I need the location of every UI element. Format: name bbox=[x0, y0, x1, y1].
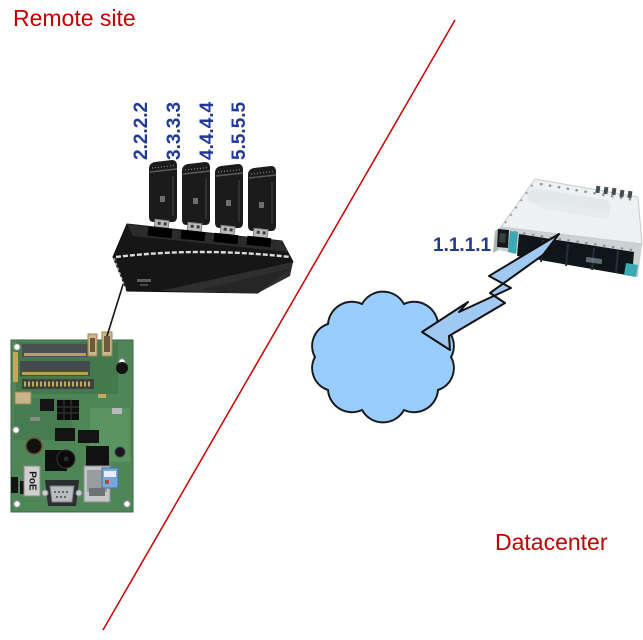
heatsink-grid bbox=[57, 400, 79, 420]
lightning-link-arrow bbox=[421, 233, 560, 351]
router-ip-label: 1.1.1.1 bbox=[433, 235, 492, 256]
capacitor-1 bbox=[116, 362, 128, 374]
router-embossed-logo-line bbox=[540, 201, 610, 219]
pcb-sticker-red bbox=[105, 480, 109, 484]
datacenter-label: Datacenter bbox=[495, 529, 608, 555]
usb-modem-4 bbox=[248, 166, 277, 231]
capacitor-2 bbox=[114, 446, 126, 458]
router-port-divider bbox=[615, 250, 619, 274]
serial-screw-right bbox=[75, 489, 83, 497]
ram-chip-2 bbox=[78, 430, 99, 443]
router-vent-cluster bbox=[595, 185, 633, 199]
usb-header-1-slot bbox=[90, 338, 95, 352]
resistor-1 bbox=[30, 417, 40, 421]
poe-label: PoE bbox=[26, 471, 37, 491]
serial-port-face bbox=[49, 485, 75, 503]
heatsink bbox=[57, 400, 79, 420]
flash-chip bbox=[86, 446, 109, 466]
serial-port-pins bbox=[54, 491, 68, 498]
hub-logo bbox=[137, 279, 151, 282]
usb-header-2-slot bbox=[104, 336, 110, 352]
poe-connector bbox=[23, 465, 41, 497]
hub-sparkle-edge bbox=[115, 250, 291, 259]
modem-ip-label-4: 5.5.5.5 bbox=[229, 101, 250, 160]
usb-modem-2 bbox=[182, 162, 211, 225]
router-port-label-plate bbox=[585, 256, 603, 265]
chip-small bbox=[40, 399, 54, 411]
hub-to-board-link-line bbox=[106, 274, 127, 337]
modem-ip-label-3: 4.4.4.4 bbox=[197, 101, 218, 160]
routerboard-pcb: PoE bbox=[10, 331, 134, 513]
router-port-divider bbox=[565, 243, 569, 267]
router-teal-accent-right bbox=[624, 263, 638, 277]
usb-hub-assembly bbox=[112, 160, 294, 294]
modem-ip-label-2: 3.3.3.3 bbox=[164, 101, 185, 160]
pcb-edge-contacts bbox=[13, 352, 18, 382]
usb-modem-3 bbox=[215, 164, 244, 228]
site-divider-line bbox=[102, 19, 456, 631]
router-device bbox=[493, 178, 643, 277]
hub-logo-line bbox=[140, 284, 148, 286]
sodimm-pins-1 bbox=[24, 353, 86, 356]
internet-cloud bbox=[311, 290, 455, 424]
inductor bbox=[25, 437, 43, 455]
pcb-sticker-white bbox=[104, 471, 116, 477]
router-power-jack-hole bbox=[499, 233, 506, 243]
buzzer-hole bbox=[63, 456, 69, 462]
resistor-2 bbox=[98, 394, 106, 398]
router-vent-row-front bbox=[513, 230, 633, 252]
ram-chip-1 bbox=[55, 428, 75, 441]
usb-hub bbox=[112, 223, 294, 294]
crystal bbox=[112, 408, 122, 414]
router-teal-accent bbox=[508, 231, 518, 254]
hub-sparkle-left bbox=[113, 257, 127, 291]
sodimm-pins-2 bbox=[22, 372, 88, 375]
router-embossed-logo bbox=[527, 188, 611, 215]
serial-screw-left bbox=[41, 489, 49, 497]
cap-block-1 bbox=[11, 477, 18, 493]
sd-card-slot bbox=[14, 391, 32, 405]
modem-ip-label-1: 2.2.2.2 bbox=[131, 101, 152, 160]
ethernet-slot bbox=[89, 488, 105, 496]
usb-modem-1 bbox=[149, 160, 178, 222]
remote-site-label: Remote site bbox=[13, 5, 136, 31]
